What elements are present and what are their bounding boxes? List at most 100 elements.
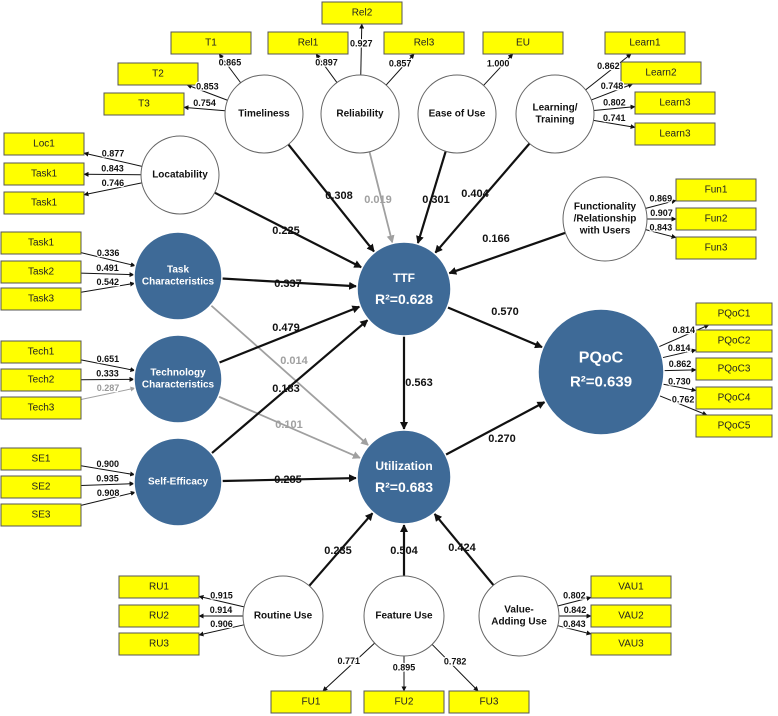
loading-value-se1: 0.900 — [97, 459, 120, 469]
loading-value-learn2: 0.748 — [601, 81, 624, 91]
indicator-fun2: Fun2 — [675, 207, 757, 231]
indicator-pqoc2: PQoC2 — [695, 329, 773, 353]
indicator-t1: T1 — [170, 31, 252, 55]
indicator-label: Rel1 — [298, 38, 319, 49]
loading-line-rel2 — [359, 23, 365, 76]
construct-learn: Learning/Training — [515, 74, 595, 154]
construct-eou: Ease of Use — [417, 74, 497, 154]
indicator-label: Task2 — [28, 267, 55, 278]
loading-value-learn3b: 0.741 — [603, 113, 626, 123]
loading-value-t1: 0.865 — [219, 57, 242, 67]
indicator-box — [0, 260, 82, 284]
construct-circle — [356, 429, 452, 525]
construct-circle — [320, 74, 400, 154]
loading-value-fun2: 0.907 — [650, 208, 673, 218]
construct-rel: Reliability — [320, 74, 400, 154]
loading-value-pqoc4: 0.730 — [668, 376, 691, 386]
indicator-box — [3, 191, 85, 215]
indicator-label: Tech2 — [28, 375, 55, 386]
loading-value-se2: 0.935 — [96, 474, 119, 484]
path-time-to-ttf — [287, 143, 375, 253]
indicator-box — [363, 690, 445, 714]
loading-value-pqoc3: 0.862 — [669, 359, 692, 369]
loading-line-vau3 — [557, 625, 592, 636]
loading-value-learn1: 0.862 — [597, 61, 620, 71]
indicator-label: Learn3 — [659, 129, 691, 140]
indicator-box — [482, 31, 564, 55]
path-task-to-ttf — [221, 277, 358, 290]
indicator-label: Learn2 — [645, 68, 677, 79]
loading-line-se3 — [80, 490, 136, 506]
indicator-label: PQoC4 — [718, 393, 751, 404]
indicator-label: RU2 — [149, 611, 169, 622]
construct-name: Learning/ — [532, 103, 577, 114]
loading-line-se2 — [80, 481, 135, 487]
construct-name: Characteristics — [142, 380, 215, 391]
construct-circle — [356, 241, 452, 337]
loading-line-fun3 — [645, 229, 677, 239]
path-coefficient-rel-ttf: 0.019 — [364, 194, 392, 206]
path-eou-to-ttf — [416, 151, 447, 245]
loading-value-fun3: 0.843 — [650, 223, 673, 233]
indicator-box — [118, 632, 200, 656]
construct-name: Feature Use — [375, 611, 433, 622]
loading-value-vau1: 0.802 — [563, 591, 586, 601]
construct-circle — [133, 334, 223, 424]
indicator-rel2: Rel2 — [321, 1, 403, 25]
loading-line-fu3 — [431, 644, 479, 692]
construct-name: Technology — [150, 368, 206, 379]
path-coefficient-se-ttf: 0.183 — [272, 383, 300, 395]
loading-value-vau3: 0.843 — [563, 619, 586, 629]
construct-name: Reliability — [336, 109, 384, 120]
indicator-pqoc3: PQoC3 — [695, 357, 773, 381]
loading-line-pqoc2 — [662, 348, 697, 359]
loading-line-pqoc1 — [658, 324, 710, 348]
loading-value-loc1: 0.877 — [102, 149, 125, 159]
indicator-box — [590, 632, 672, 656]
indicator-box — [695, 357, 773, 381]
loading-line-task1c — [80, 252, 136, 268]
indicator-label: SE3 — [32, 510, 51, 521]
loading-value-vau2: 0.842 — [564, 605, 587, 615]
loading-line-rel3 — [385, 53, 415, 86]
indicator-box — [675, 178, 757, 202]
indicator-label: RU3 — [149, 639, 169, 650]
indicator-task1b: Task1 — [3, 191, 85, 215]
indicator-box — [590, 604, 672, 628]
indicator-box — [0, 368, 82, 392]
indicator-box — [270, 690, 352, 714]
indicator-box — [118, 575, 200, 599]
loading-value-t3: 0.754 — [193, 98, 216, 108]
loading-value-task1a: 0.843 — [101, 164, 124, 174]
indicator-label: FU2 — [395, 697, 414, 708]
path-coefficient-task-ttf: 0.337 — [274, 278, 302, 290]
path-learn-to-ttf — [434, 142, 531, 254]
loading-value-task1c: 0.336 — [97, 248, 120, 258]
indicator-label: PQoC1 — [718, 309, 751, 320]
loading-value-learn3a: 0.802 — [603, 98, 626, 108]
loading-value-tech1: 0.651 — [97, 354, 120, 364]
indicator-loadings — [80, 23, 710, 692]
path-util-to-pqoc — [444, 401, 546, 456]
path-coefficient-tech-util: 0.101 — [275, 419, 303, 431]
indicator-ru2: RU2 — [118, 604, 200, 628]
loading-line-learn3b — [593, 119, 636, 130]
path-se-to-ttf — [210, 319, 369, 455]
indicator-label: FU3 — [480, 697, 499, 708]
construct-se: Self-Efficacy — [133, 437, 223, 527]
construct-name: Locatability — [152, 170, 208, 181]
construct-circle — [140, 135, 220, 215]
construct-circle — [417, 74, 497, 154]
indicator-label: Fun3 — [705, 243, 728, 254]
indicator-vau2: VAU2 — [590, 604, 672, 628]
indicator-label: FU1 — [302, 697, 321, 708]
indicator-box — [383, 31, 465, 55]
indicator-label: VAU2 — [618, 611, 644, 622]
construct-name: Training — [536, 115, 575, 126]
